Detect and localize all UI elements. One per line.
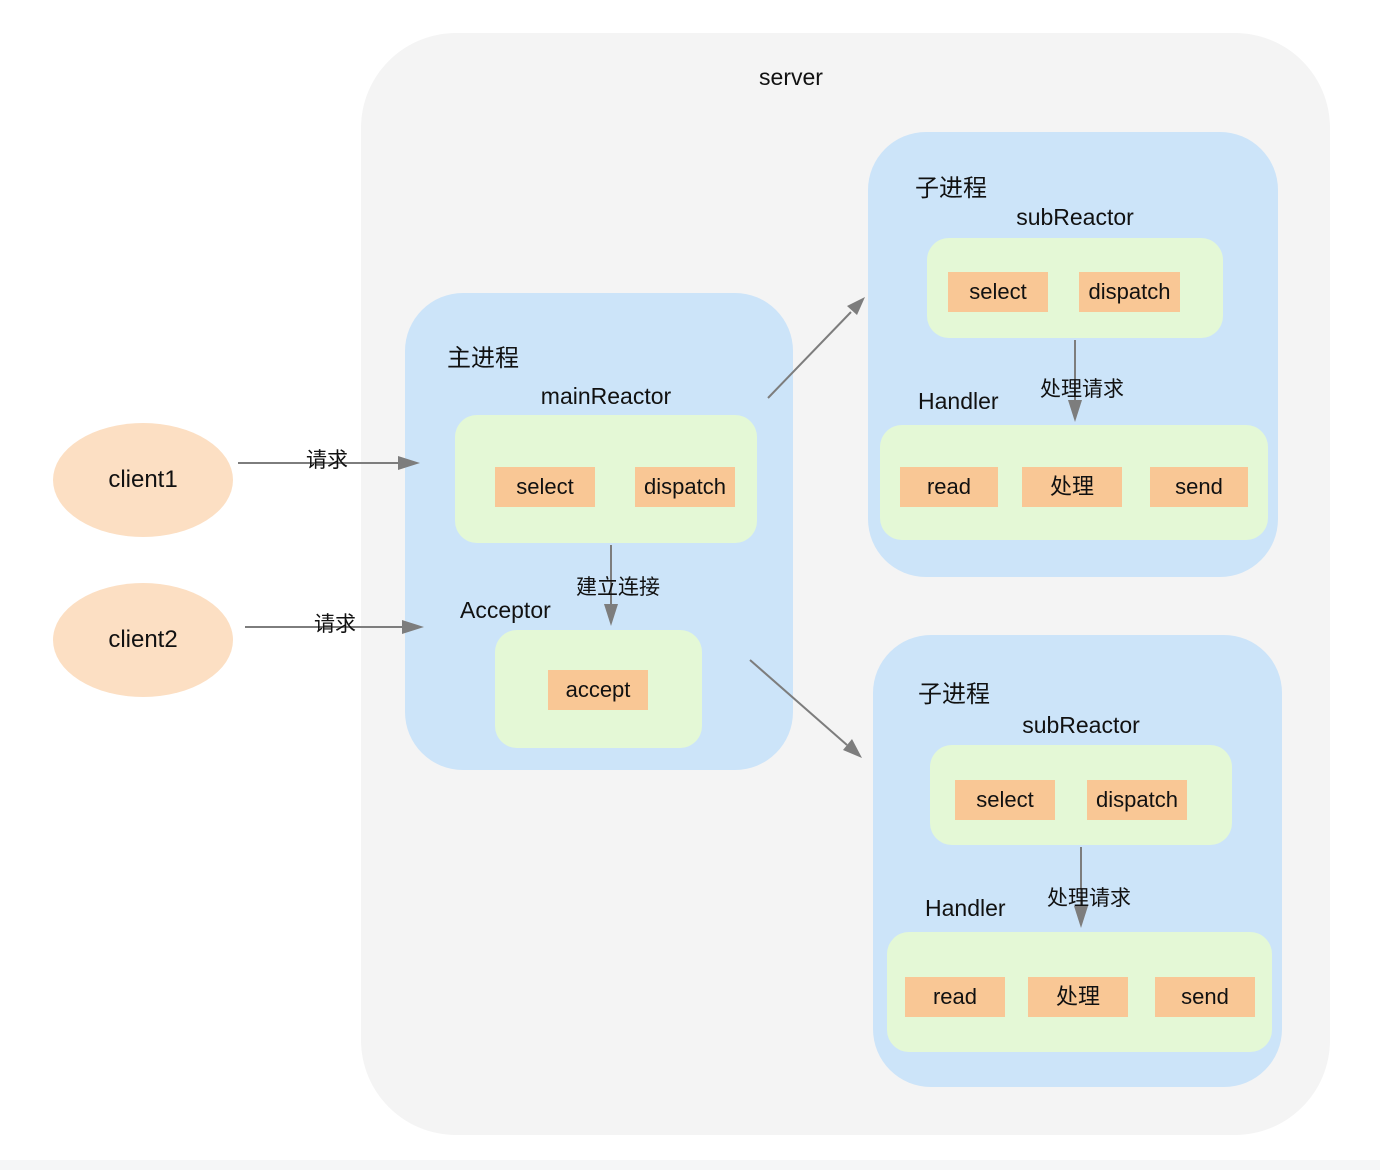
child-bottom-subreactor-title: subReactor (1022, 712, 1140, 738)
child-bottom-dispatch-chip: dispatch (1087, 780, 1187, 820)
child-top-process-chip: 处理 (1022, 467, 1122, 507)
child-top-dispatch-chip: dispatch (1079, 272, 1180, 312)
child-top-handler-title: Handler (918, 388, 999, 414)
establish-connection-label: 建立连接 (576, 576, 660, 599)
child-bottom-subreactor-panel: select dispatch (930, 745, 1232, 845)
main-dispatch-chip: dispatch (635, 467, 735, 507)
child-bottom-title: 子进程 (918, 681, 990, 708)
child-bottom-handler-panel: read 处理 send (887, 932, 1272, 1052)
main-reactor-panel: select dispatch (455, 415, 757, 543)
handle-request-top-label: 处理请求 (1040, 378, 1124, 401)
child-bottom-process-chip: 处理 (1028, 977, 1128, 1017)
child-top-select-chip: select (948, 272, 1048, 312)
client1-request-label: 请求 (306, 449, 348, 472)
accept-chip: accept (548, 670, 648, 710)
client1-label: client1 (108, 466, 178, 493)
child-bottom-read-chip: read (905, 977, 1005, 1017)
client2-label: client2 (108, 626, 178, 653)
client2-request-label: 请求 (314, 613, 356, 636)
client2-node: client2 (53, 583, 233, 697)
child-top-subreactor-panel: select dispatch (927, 238, 1223, 338)
main-select-chip: select (495, 467, 595, 507)
child-bottom-select-chip: select (955, 780, 1055, 820)
child-top-read-chip: read (900, 467, 998, 507)
client1-node: client1 (53, 423, 233, 537)
handle-request-bottom-label: 处理请求 (1047, 887, 1131, 910)
child-top-send-chip: send (1150, 467, 1248, 507)
acceptor-title: Acceptor (460, 597, 551, 623)
main-process-title: 主进程 (447, 345, 519, 372)
child-bottom-handler-title: Handler (925, 895, 1006, 921)
bottom-strip (0, 1160, 1380, 1170)
child-bottom-send-chip: send (1155, 977, 1255, 1017)
acceptor-panel: accept (495, 630, 702, 748)
child-top-handler-panel: read 处理 send (880, 425, 1268, 540)
child-top-title: 子进程 (915, 175, 987, 202)
server-label: server (759, 64, 823, 90)
child-top-subreactor-title: subReactor (1016, 204, 1134, 230)
main-reactor-title: mainReactor (540, 383, 672, 409)
